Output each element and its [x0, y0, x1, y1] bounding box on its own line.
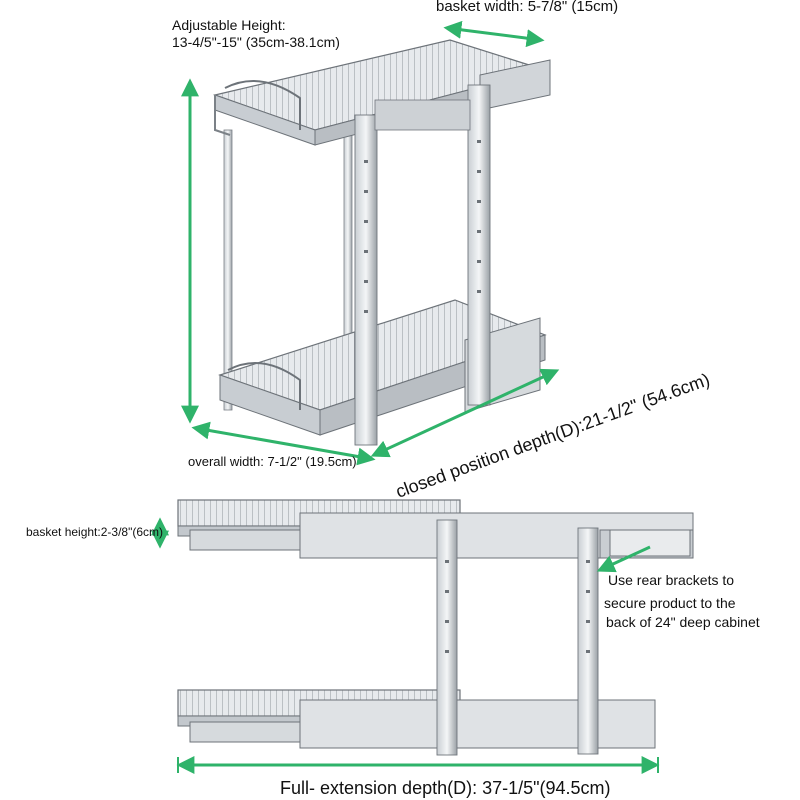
rear-bracket-note-line-3: back of 24" deep cabinet: [606, 614, 760, 630]
extended-unit-dimension-arrows: [151, 517, 660, 774]
rear-bracket-note-line-2: secure product to the: [604, 595, 736, 611]
full-extension-depth-label: Full- extension depth(D): 37-1/5"(94.5cm…: [280, 778, 611, 798]
basket-width-label: basket width: 5-7/8" (15cm): [436, 0, 619, 15]
rear-bracket: [609, 529, 691, 557]
closed-depth-arrow: [370, 368, 560, 458]
closed-unit-dimension-arrows: [181, 20, 560, 466]
adjustable-height-value: 13-4/5"-15" (35cm-38.1cm): [172, 34, 340, 50]
adjustable-height-label: Adjustable Height:: [172, 17, 286, 33]
lower-basket: [218, 299, 547, 436]
extended-unit-illustration: [177, 499, 694, 756]
overall-width-label: overall width: 7-1/2" (19.5cm): [188, 454, 357, 469]
rear-bracket-arrow: [596, 545, 651, 573]
basket-height-label: basket height:2-3/8"(6cm): [26, 525, 163, 539]
basket-width-arrow: [443, 20, 545, 48]
rear-bracket-note-line-1: Use rear brackets to: [608, 572, 735, 588]
closed-unit-illustration: [212, 39, 551, 446]
overall-width-arrow: [191, 421, 376, 466]
